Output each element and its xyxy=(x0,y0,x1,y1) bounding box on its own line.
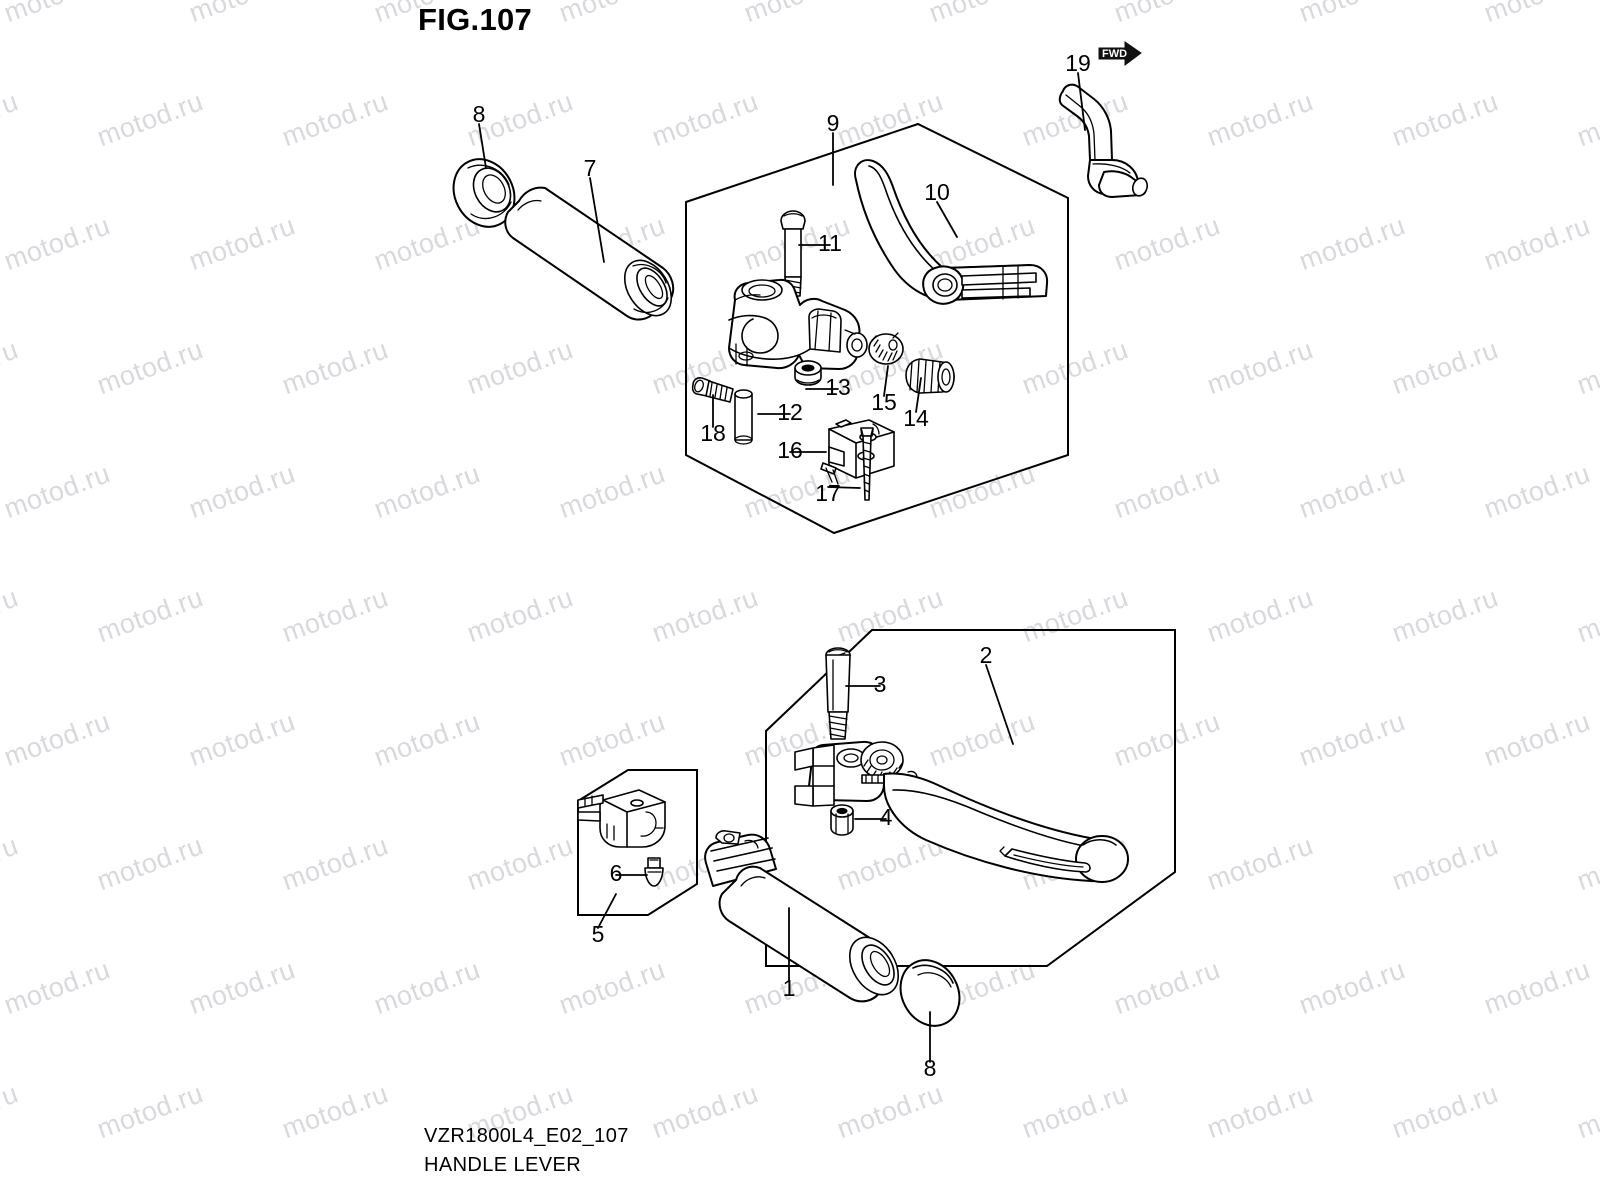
callout-throttle-grip: 1 xyxy=(783,975,796,1001)
fwd-arrow-icon: FWD xyxy=(1097,40,1143,75)
part-13-flange-nut xyxy=(794,360,822,386)
part-17-shaft xyxy=(862,435,872,501)
group-boundary-5 xyxy=(577,769,698,916)
callout-choke-cable-lever: 19 xyxy=(1065,50,1091,76)
part-2-clutch-lever-assembly xyxy=(794,740,1129,883)
callout-clutch-switch-screw: 6 xyxy=(610,860,623,886)
part-19-choke-cable-lever xyxy=(1058,83,1149,198)
part-12-spacer-collar xyxy=(734,389,753,445)
callout-front-brake-master-group: 9 xyxy=(827,110,840,136)
svg-text:FWD: FWD xyxy=(1102,48,1127,60)
callout-holder-bolt: 11 xyxy=(818,230,842,256)
part-4-lever-pivot-nut xyxy=(830,804,854,836)
callout-left-handlebar-grip: 7 xyxy=(584,155,597,181)
leader-line-front-brake-lever xyxy=(936,201,958,238)
part-6-clutch-switch-screw xyxy=(644,857,664,887)
caption-name: HANDLE LEVER xyxy=(424,1154,582,1176)
callout-flange-nut: 13 xyxy=(825,374,851,400)
page-title: FIG.107 xyxy=(418,2,533,37)
leader-line-lever-adjuster-washer xyxy=(883,365,889,397)
part-7-left-handlebar-grip xyxy=(504,186,675,321)
part-8-grip-end-cap-upper xyxy=(452,158,516,228)
leader-line-clutch-lever-assembly-group xyxy=(985,664,1014,745)
figure-caption: VZR1800L4_E02_107 HANDLE LEVER xyxy=(424,1122,629,1180)
part-8b-grip-end-cap-lower xyxy=(899,959,961,1027)
callout-lever-pivot-nut: 4 xyxy=(880,804,893,830)
callout-lever-adjuster-washer: 15 xyxy=(871,389,897,415)
part-5-clutch-switch xyxy=(577,789,666,848)
callout-socket-bolt: 18 xyxy=(700,420,726,446)
part-14-lever-adjuster-bolt xyxy=(905,358,955,394)
part-1-throttle-grip xyxy=(704,830,900,1003)
part-9-brake-master-holder xyxy=(728,278,868,370)
callout-switch-screw: 17 xyxy=(815,480,841,506)
part-16-brake-light-switch xyxy=(820,419,895,485)
leader-line-lever-adjuster-bolt xyxy=(915,377,922,413)
leader-line-choke-cable-lever xyxy=(1077,72,1086,131)
callout-spacer-collar: 12 xyxy=(777,399,803,425)
callout-grip-end-cap-lower: 8 xyxy=(924,1055,937,1081)
group-boundary-9 xyxy=(685,122,1069,535)
leader-line-grip-end-cap-upper xyxy=(478,123,487,169)
callout-clutch-switch-group: 5 xyxy=(592,921,605,947)
leader-line-left-handlebar-grip xyxy=(589,177,605,263)
callout-lever-pivot-bolt: 3 xyxy=(874,671,887,697)
leader-line-switch-screw xyxy=(827,486,861,489)
group-boundary-2 xyxy=(765,629,1176,967)
part-17-switch-screw xyxy=(860,427,874,501)
callout-brake-light-switch: 16 xyxy=(777,437,803,463)
part-15-lever-adjuster-washer xyxy=(868,332,904,365)
callout-grip-end-cap-upper: 8 xyxy=(473,101,486,127)
leader-lines xyxy=(478,72,1086,1063)
leader-line-clutch-switch-group xyxy=(597,893,617,929)
caption-code: VZR1800L4_E02_107 xyxy=(424,1125,629,1147)
callout-lever-adjuster-bolt: 14 xyxy=(903,405,929,431)
part-10-front-brake-lever xyxy=(854,159,1049,305)
callout-front-brake-lever: 10 xyxy=(924,179,950,205)
part-3-lever-pivot-bolt xyxy=(825,647,851,740)
callout-clutch-lever-assembly-group: 2 xyxy=(980,642,993,668)
